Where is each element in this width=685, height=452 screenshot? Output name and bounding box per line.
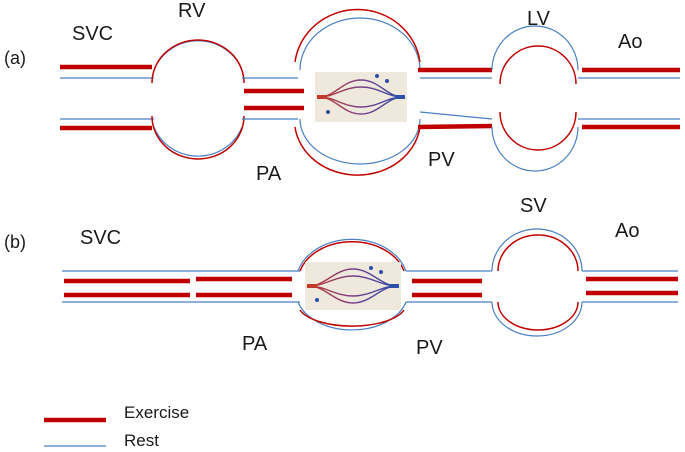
capillary-vessel [308,285,398,297]
cell-dot [375,74,379,78]
label-ao: Ao [615,220,639,242]
panel-a: (a) SVC RV PA PV LV Ao [4,0,680,185]
capillary-vessel [318,86,404,98]
label-svc: SVC [72,23,113,45]
capillary-inflow [317,95,327,99]
cell-dot [385,79,389,83]
lung-rest-bottom [299,118,421,165]
sv-rest-bottom [491,301,583,337]
lv-rest-top [491,25,579,71]
capillary-inflow [307,284,317,288]
rv-exercise-bottom [151,115,245,160]
lung-exercise-top [299,241,405,272]
lung-exercise-top [294,8,421,63]
capillary-outflow [395,95,405,99]
label-lv: LV [527,8,551,30]
panel-label-a: (a) [4,48,26,68]
sv-exercise-top [497,234,579,272]
lung-exercise-bottom [299,309,405,327]
panel-b: (b) SVC PA PV SV Ao [4,195,678,359]
sv-exercise-bottom [497,301,579,331]
pv-rest-bottom [419,111,493,120]
sv-rest-top [491,228,583,272]
capillary-vessel [318,96,404,115]
cell-dot [326,110,330,114]
label-pa: PA [242,333,268,355]
lung-rest-top [297,238,407,272]
lv-exercise-top [499,45,577,85]
label-svc: SVC [80,227,121,249]
label-pv: PV [428,149,455,171]
capillary-outflow [389,284,399,288]
rv-rest-bottom [153,126,243,157]
capillary-vessel [318,79,404,98]
label-pv: PV [416,337,443,359]
lv-exercise-bottom [499,111,577,151]
legend: Exercise Rest [44,403,189,450]
label-sv: SV [520,195,547,217]
legend-exercise-label: Exercise [124,403,189,422]
lv-rest-bottom [491,126,579,172]
cell-dot [379,270,383,274]
rv-rest-top [153,40,243,71]
capillary-network-icon [315,72,407,122]
lung-rest-bottom [297,301,407,331]
label-rv: RV [178,0,206,22]
label-ao: Ao [618,31,642,53]
lung-exercise-bottom [294,126,421,176]
pv-exercise-bottom [417,123,493,130]
legend-rest-label: Rest [124,431,159,450]
label-pa: PA [256,163,282,185]
cell-dot [315,298,319,302]
capillary-vessel [318,96,404,108]
capillary-vessel [308,275,398,287]
panel-label-b: (b) [4,232,26,252]
cell-dot [369,266,373,270]
rv-exercise-top [151,39,245,84]
capillary-vessel [308,268,398,287]
capillary-network-icon [305,262,401,310]
lung-rest-top [299,17,421,71]
capillary-vessel [308,285,398,304]
